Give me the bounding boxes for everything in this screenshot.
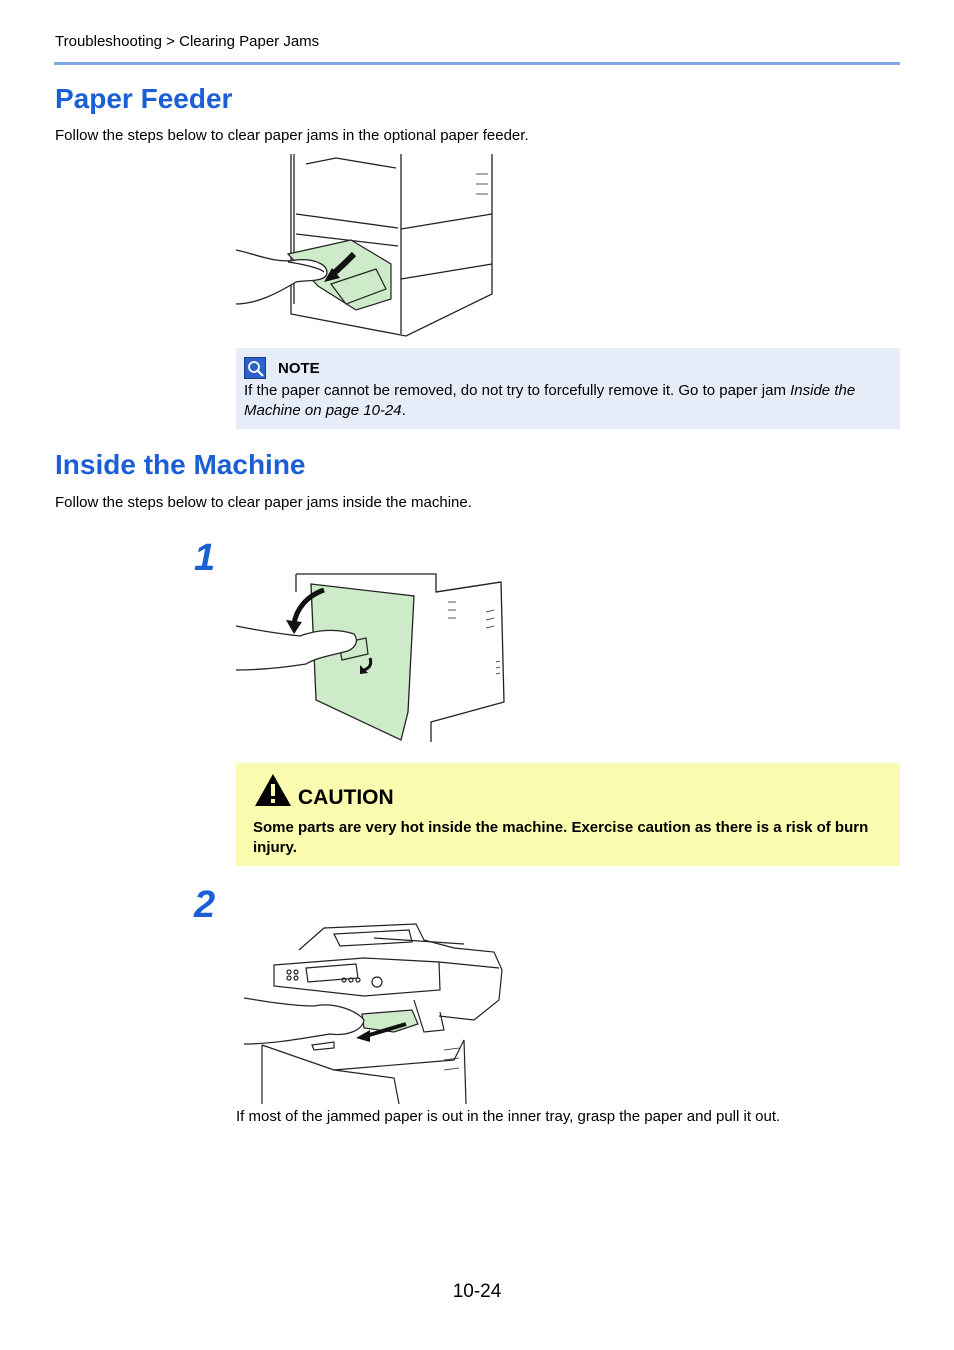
warning-icon <box>255 774 291 806</box>
note-text-before: If the paper cannot be removed, do not t… <box>244 382 791 399</box>
caution-text: Some parts are very hot inside the machi… <box>253 819 869 856</box>
paper-feeder-illustration <box>236 154 493 337</box>
note-icon <box>244 357 266 379</box>
step-number-1: 1 <box>194 537 216 579</box>
note-box: NOTE If the paper cannot be removed, do … <box>236 348 900 429</box>
note-title: NOTE <box>278 360 320 377</box>
note-link[interactable]: Inside the Machine on page 10-24 <box>244 382 856 419</box>
caution-box: CAUTION Some parts are very hot inside t… <box>236 763 900 866</box>
inside-machine-intro: Follow the steps below to clear paper ja… <box>55 494 472 511</box>
breadcrumb: Troubleshooting > Clearing Paper Jams <box>55 33 320 50</box>
step-number-2: 2 <box>194 884 216 926</box>
page-number: 10-24 <box>452 1281 502 1302</box>
paper-feeder-intro: Follow the steps below to clear paper ja… <box>55 127 529 144</box>
note-text-after: . <box>401 402 406 419</box>
section-title-paper-feeder: Paper Feeder <box>55 83 233 114</box>
header-divider <box>54 62 900 65</box>
step-1-illustration <box>236 573 505 742</box>
step-2-illustration <box>244 923 503 1104</box>
step-2-caption: If most of the jammed paper is out in th… <box>236 1108 781 1125</box>
caution-title: CAUTION <box>298 786 394 809</box>
section-title-inside-machine: Inside the Machine <box>55 449 306 480</box>
note-text: If the paper cannot be removed, do not t… <box>244 381 894 421</box>
